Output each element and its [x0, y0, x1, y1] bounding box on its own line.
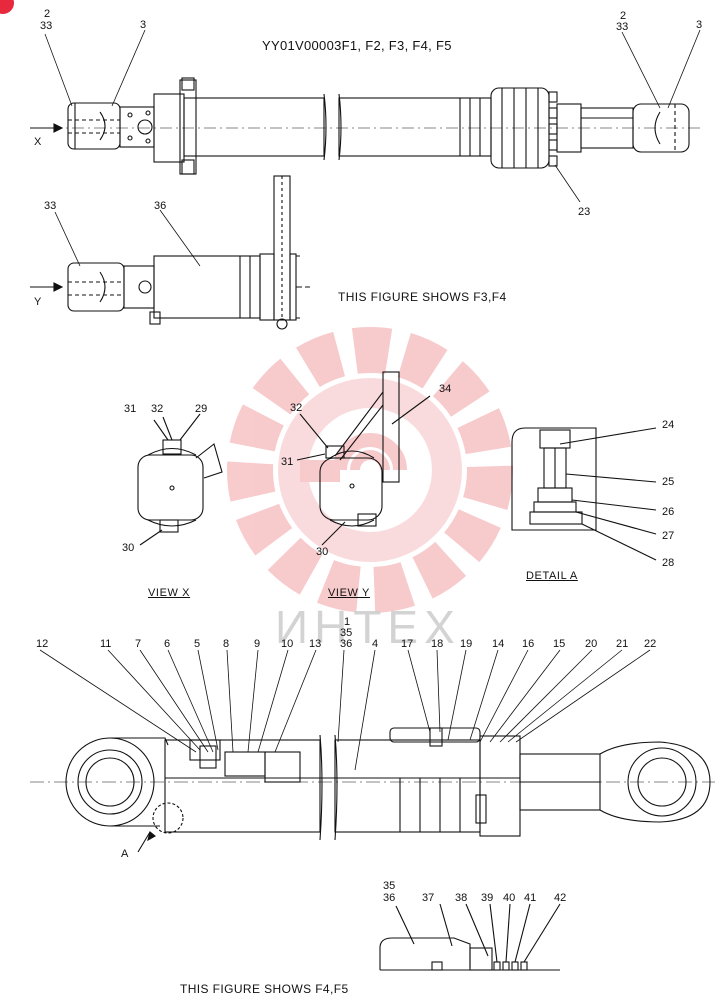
callout-label: 32	[151, 403, 164, 415]
callout-label: 29	[195, 403, 208, 415]
callout-label: 6	[164, 638, 171, 650]
note-f4-f5: THIS FIGURE SHOWS F4,F5	[180, 982, 349, 996]
callout-label: 35	[383, 880, 396, 892]
callout-label: 8	[223, 638, 230, 650]
arrow-x-label: X	[34, 136, 42, 148]
callout-label: 21	[616, 638, 629, 650]
callout-label: 9	[254, 638, 261, 650]
watermark-text: ИНТЕХ	[275, 601, 461, 653]
view-x-label: VIEW X	[148, 587, 191, 599]
main-cylinder-section	[30, 727, 715, 853]
callout-label: 23	[578, 206, 591, 218]
callout-label: 7	[135, 638, 142, 650]
callout-label: 31	[281, 456, 294, 468]
callout-label: 2	[44, 8, 51, 20]
callout-label: 26	[662, 506, 675, 518]
callout-label: 36	[383, 892, 396, 904]
callout-label: 25	[662, 476, 675, 488]
callout-label: 3	[140, 19, 147, 31]
callout-label: 17	[401, 638, 414, 650]
detail-a-drawing	[511, 427, 657, 561]
callout-label: 19	[460, 638, 473, 650]
callout-label: 5	[194, 638, 201, 650]
drawing-title: YY01V00003F1, F2, F3, F4, F5	[262, 38, 452, 53]
callout-label: 11	[100, 638, 112, 650]
callout-label: 12	[36, 638, 49, 650]
callout-label: 39	[481, 892, 494, 904]
bottom-detail-f4-f5	[379, 903, 561, 971]
corner-badge	[0, 0, 14, 14]
callout-label: 13	[309, 638, 322, 650]
callout-label: 16	[522, 638, 535, 650]
callout-label: 3	[696, 19, 703, 31]
callout-label: 15	[553, 638, 566, 650]
callout-label: 32	[290, 402, 303, 414]
callout-label: 10	[281, 638, 294, 650]
callout-label: 20	[585, 638, 598, 650]
callout-label: 40	[503, 892, 516, 904]
callout-label: 36	[154, 200, 167, 212]
arrow-y-label: Y	[34, 296, 42, 308]
note-f3-f4: THIS FIGURE SHOWS F3,F4	[338, 290, 507, 304]
callout-label: 27	[662, 530, 675, 542]
callout-label: 33	[40, 20, 53, 32]
callout-label: 33	[44, 200, 57, 212]
callout-label: 42	[554, 892, 567, 904]
callout-label: 30	[122, 542, 135, 554]
top-cylinder-assembly	[30, 77, 700, 175]
callout-label: 35	[340, 627, 353, 639]
callout-label: 31	[124, 403, 137, 415]
callout-label: 33	[616, 21, 629, 33]
watermark-gear-logo	[227, 327, 513, 613]
callout-label: 38	[455, 892, 468, 904]
view-y-label: VIEW Y	[328, 587, 370, 599]
callout-label: 24	[662, 419, 675, 431]
view-y-drawing	[296, 371, 431, 546]
view-y-source-assembly	[30, 175, 310, 330]
view-x-drawing	[137, 413, 223, 546]
callout-label: 4	[372, 638, 379, 650]
callout-label: 30	[316, 546, 329, 558]
callout-label: 34	[439, 383, 452, 395]
callout-label: 36	[340, 638, 353, 650]
callout-label: 14	[492, 638, 505, 650]
callout-label: 37	[422, 892, 435, 904]
callout-label: 2	[620, 10, 627, 22]
callout-label: 18	[431, 638, 444, 650]
callout-label: 28	[662, 557, 675, 569]
arrow-a-label: A	[121, 848, 129, 860]
detail-a-label: DETAIL A	[526, 570, 578, 582]
callout-label: 41	[524, 892, 537, 904]
callout-label: 22	[644, 638, 657, 650]
callout-label: 1	[344, 616, 351, 628]
